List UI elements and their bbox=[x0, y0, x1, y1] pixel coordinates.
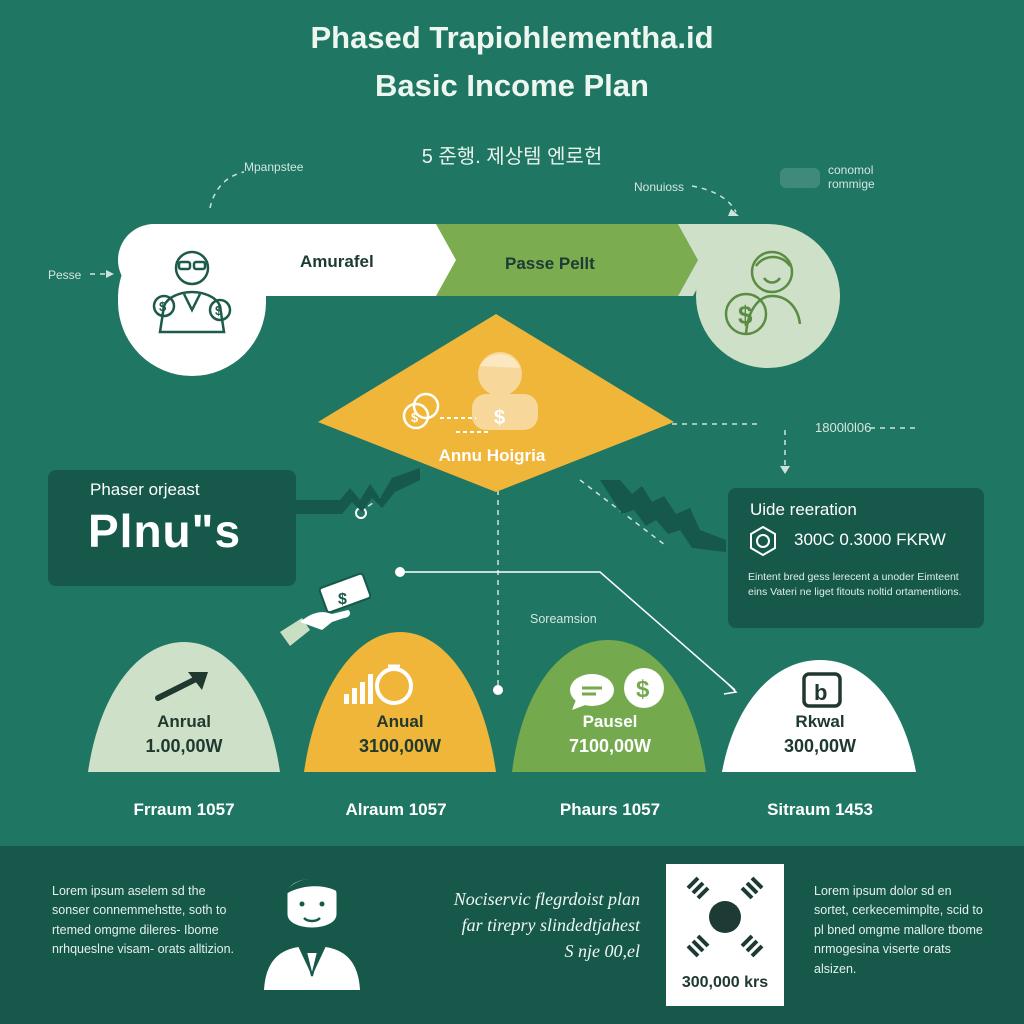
footer-quote: Nociservic flegrdoist plan far tirepry s… bbox=[390, 886, 640, 964]
mid-label: Soreamsion bbox=[530, 612, 597, 626]
person-money-icon: $ $ bbox=[152, 250, 232, 334]
phase-2-value: 3100,00W bbox=[358, 736, 442, 756]
korean-flag-icon bbox=[686, 876, 764, 958]
annotation-top-right-line1: conomol bbox=[828, 163, 874, 177]
svg-text:$: $ bbox=[494, 407, 505, 429]
chat-dollar-icon: $ bbox=[570, 668, 664, 710]
diamond-label: Annu Hoigria bbox=[438, 446, 546, 465]
svg-text:$: $ bbox=[636, 676, 650, 703]
man-portrait-icon bbox=[264, 876, 360, 990]
footer-left-text: Lorem ipsum aselem sd the sonser connemm… bbox=[52, 884, 235, 957]
annotation-left: Pesse bbox=[48, 268, 82, 282]
phase-3-value: 7100,00W bbox=[568, 736, 652, 756]
phase-4-caption: Sitraum 1453 bbox=[767, 800, 873, 819]
coin-icon bbox=[750, 526, 776, 556]
svg-text:$: $ bbox=[411, 410, 419, 425]
hand-money-icon: $ bbox=[280, 572, 372, 646]
phaser-box-subtitle: Phaser orjeast bbox=[90, 480, 200, 499]
footer-quote-line2: far tirepry slindedtjahest bbox=[461, 915, 640, 936]
svg-text:b: b bbox=[814, 680, 827, 705]
phase-1-label: Anrual bbox=[157, 712, 211, 731]
phase-2-label: Anual bbox=[376, 712, 424, 731]
phase-domes bbox=[88, 632, 916, 772]
phase-1-value: 1.00,00W bbox=[145, 736, 223, 756]
page-title: Phased Trapiohlementha.id bbox=[310, 20, 714, 55]
phase-3-label: Pausel bbox=[582, 712, 638, 731]
phase-2-caption: Alraum 1057 bbox=[345, 800, 447, 819]
bar-chart-ring-icon bbox=[344, 664, 413, 705]
korean-subtitle: 5 준행. 제상템 엔로헌 bbox=[421, 146, 603, 168]
footer-right-text: Lorem ipsum dolor sd en sortet, cerkecem… bbox=[814, 884, 983, 976]
svg-text:$: $ bbox=[738, 300, 753, 330]
uide-box-value: 300C 0.3000 FKRW bbox=[794, 530, 946, 549]
svg-text:$: $ bbox=[338, 591, 347, 608]
calendar-b-icon: b bbox=[802, 672, 842, 708]
annotation-top-right-line2: rommige bbox=[828, 177, 875, 192]
uide-box-body: Eintent bred gess lerecent a unoder Eimt… bbox=[748, 571, 962, 598]
annotation-top-right-badge bbox=[780, 168, 820, 188]
phase-1-caption: Frraum 1057 bbox=[133, 800, 235, 819]
uide-box-title: Uide reeration bbox=[750, 500, 857, 519]
annotation-top-right: conomol rommige bbox=[828, 163, 875, 192]
annotation-top-mid: Nonuioss bbox=[634, 180, 685, 194]
banner-mid-label: Passe Pellt bbox=[505, 254, 595, 273]
person-dollar-icon: $ bbox=[724, 250, 802, 336]
svg-text:$: $ bbox=[215, 303, 223, 318]
annotation-top-left: Mpanpstee bbox=[244, 160, 304, 174]
uide-box: Uide reeration 300C 0.3000 FKRW Eintent … bbox=[728, 488, 984, 628]
footer-panel bbox=[0, 846, 1024, 1024]
banner-left-label: Amurafel bbox=[300, 252, 374, 271]
phaser-box: Phaser orjeast Plnu"s bbox=[48, 470, 296, 586]
annotation-right-value: 1800l0l06 bbox=[815, 420, 872, 435]
person-coin-icon: $ $ bbox=[402, 352, 538, 433]
arrow-up-right-icon bbox=[155, 672, 208, 701]
phase-3-caption: Phaurs 1057 bbox=[559, 800, 661, 819]
footer-quote-line3: S nje 00,el bbox=[564, 941, 640, 962]
phaser-box-big-text: Plnu"s bbox=[88, 505, 242, 557]
footer-quote-line1: Nociservic flegrdoist plan bbox=[453, 889, 640, 909]
flag-value: 300,000 krs bbox=[681, 974, 769, 991]
phase-4-value: 300,00W bbox=[783, 736, 857, 756]
page-subtitle: Basic Income Plan bbox=[375, 68, 649, 103]
flag-card: 300,000 krs bbox=[666, 864, 784, 1006]
phase-4-label: Rkwal bbox=[795, 712, 845, 731]
svg-text:$: $ bbox=[159, 299, 167, 314]
